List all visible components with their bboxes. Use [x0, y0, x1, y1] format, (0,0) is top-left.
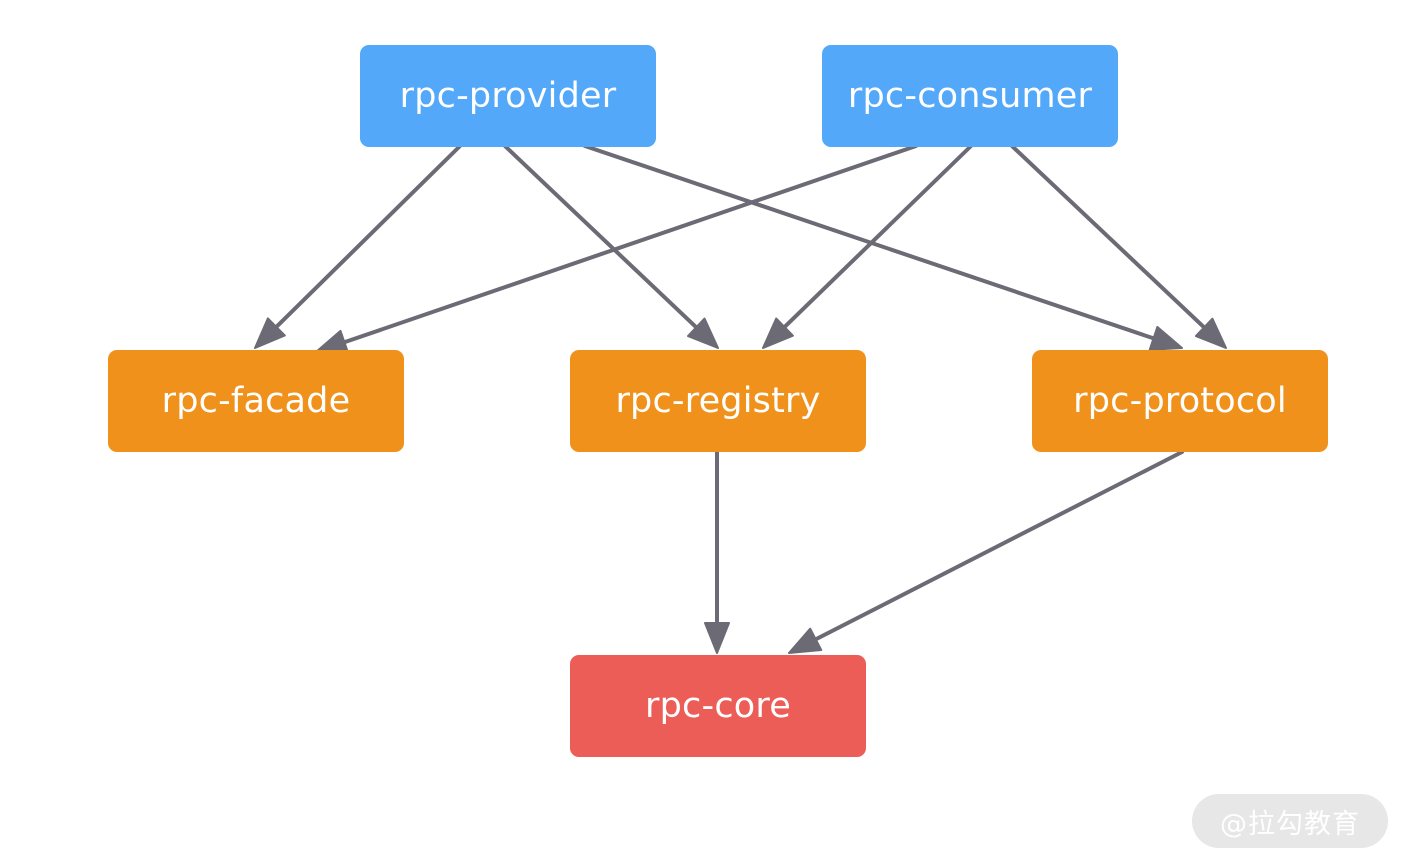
arrowhead-provider-to-registry: [687, 317, 719, 349]
node-rpc-protocol: rpc-protocol: [1032, 350, 1328, 452]
edge-consumer-to-protocol: [1010, 144, 1208, 331]
node-rpc-facade: rpc-facade: [108, 350, 404, 452]
arrowhead-provider-to-facade: [254, 317, 286, 349]
edge-provider-to-registry: [503, 144, 700, 331]
arrowhead-registry-to-core: [704, 622, 730, 654]
edge-protocol-to-core: [811, 450, 1184, 643]
watermark-badge: @拉勾教育: [1192, 794, 1388, 848]
arrowhead-consumer-to-protocol: [1194, 317, 1227, 349]
edge-consumer-to-facade: [340, 144, 918, 345]
arrowhead-provider-to-protocol: [1148, 326, 1183, 351]
node-rpc-provider: rpc-provider: [360, 45, 656, 147]
node-rpc-core: rpc-core: [570, 655, 866, 757]
node-rpc-consumer: rpc-consumer: [822, 45, 1118, 147]
edge-consumer-to-registry: [781, 144, 973, 331]
edge-provider-to-facade: [272, 144, 462, 331]
node-rpc-registry: rpc-registry: [570, 350, 866, 452]
arrowhead-consumer-to-registry: [762, 317, 794, 349]
arrowhead-protocol-to-core: [788, 627, 823, 654]
